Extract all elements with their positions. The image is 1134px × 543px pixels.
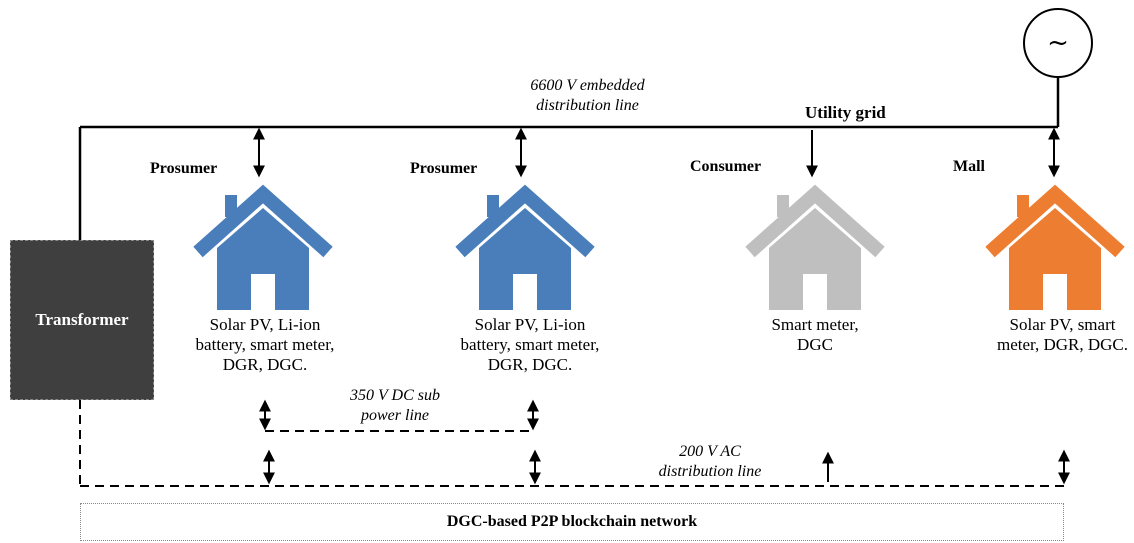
node-label-consumer: Consumer <box>690 158 762 175</box>
transformer-label: Transformer <box>35 310 129 329</box>
generator-symbol: ~ <box>1047 28 1069 58</box>
house-icon-mall <box>985 184 1125 310</box>
node-desc-consumer: Smart meter, DGC <box>771 315 859 354</box>
node-desc-mall: Solar PV, smart meter, DGR, DGC. <box>996 315 1129 354</box>
node-label-mall: Mall <box>953 158 985 175</box>
node-label-prosumer-2: Prosumer <box>410 160 478 177</box>
node-label-prosumer-1: Prosumer <box>150 160 218 177</box>
network-label: DGC-based P2P blockchain network <box>446 513 698 530</box>
dc-line-label: 350 V DC sub power line <box>350 387 440 424</box>
transformer-block: Transformer <box>10 240 154 400</box>
blockchain-network-box: DGC-based P2P blockchain network <box>80 503 1064 541</box>
house-icon-consumer <box>745 184 885 310</box>
house-icon-prosumer-1 <box>193 184 333 310</box>
node-desc-prosumer-1: Solar PV, Li-ion battery, smart meter, D… <box>195 315 335 374</box>
node-desc-prosumer-2: Solar PV, Li-ion battery, smart meter, D… <box>460 315 600 374</box>
generator-icon: ~ <box>1023 8 1093 78</box>
line-6600v-label: 6600 V embedded distribution line <box>530 77 645 114</box>
house-icon-prosumer-2 <box>455 184 595 310</box>
utility-grid-label: Utility grid <box>805 103 886 122</box>
ac-line-label: 200 V AC distribution line <box>658 443 762 480</box>
